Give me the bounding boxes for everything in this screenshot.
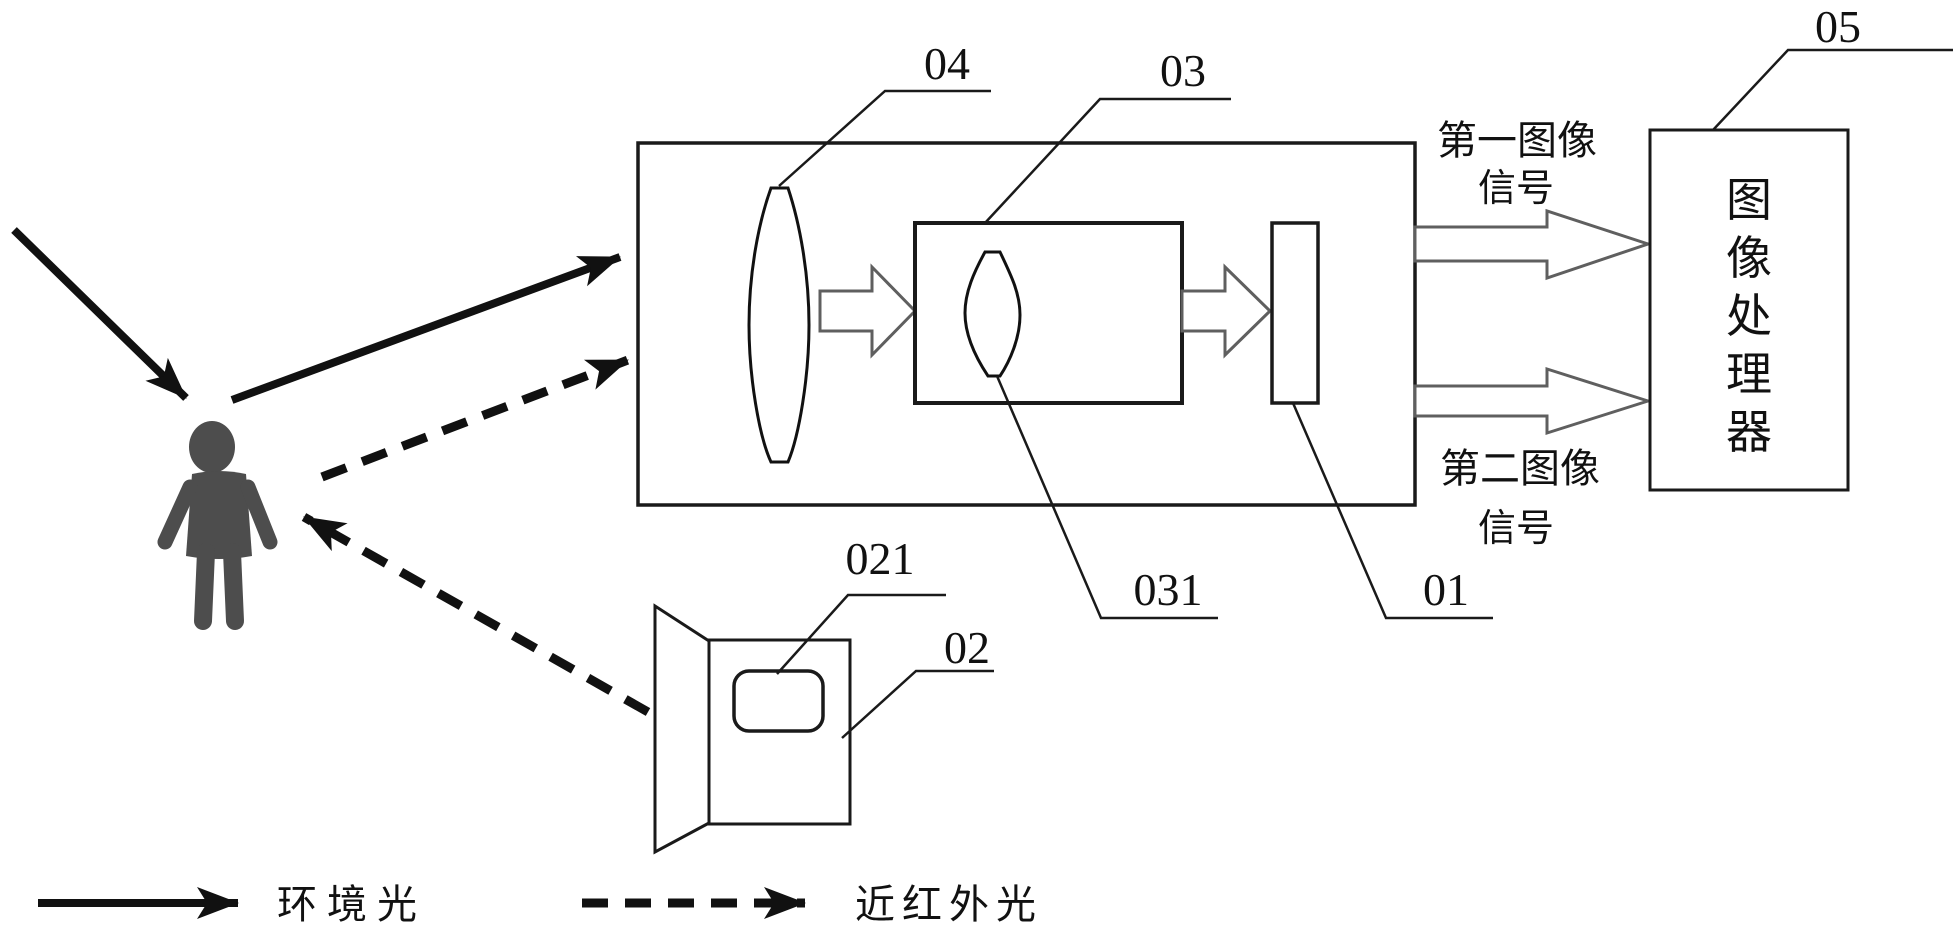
label-031: 031 bbox=[1134, 564, 1203, 615]
label-021: 021 bbox=[846, 533, 915, 584]
processor-char-4: 理 bbox=[1726, 349, 1772, 400]
second-image-signal-label-line1: 第二图像 bbox=[1440, 446, 1600, 491]
legend-nir-label: 近红外光 bbox=[855, 882, 1043, 927]
nir-light-from-emitter-arrow bbox=[301, 513, 651, 716]
processor-char-1: 图 bbox=[1726, 175, 1772, 226]
label-02: 02 bbox=[944, 622, 990, 673]
image-processor-box bbox=[1648, 128, 1850, 492]
person-left-arm bbox=[157, 479, 198, 550]
block-arrow-filter-to-sensor bbox=[1180, 263, 1273, 359]
person-right-leg bbox=[223, 543, 244, 630]
nir-light-to-camera-arrow bbox=[320, 355, 630, 482]
person-head bbox=[189, 421, 235, 473]
second-image-signal-label-line2: 信号 bbox=[1478, 508, 1554, 550]
first-image-signal-label-line1: 第一图像 bbox=[1437, 118, 1597, 163]
label-03: 03 bbox=[1160, 45, 1206, 96]
ambient-light-to-camera-arrow bbox=[230, 253, 622, 404]
filter-box bbox=[913, 221, 1184, 405]
person-torso bbox=[186, 471, 252, 559]
leader-04 bbox=[778, 89, 991, 187]
lens-icon bbox=[747, 186, 811, 464]
label-04: 04 bbox=[924, 38, 970, 89]
person-figure bbox=[157, 421, 278, 630]
ambient-light-incoming-arrow bbox=[11, 227, 189, 401]
legend: 环境光 近红外光 bbox=[38, 882, 1043, 927]
emitter-element bbox=[732, 669, 825, 733]
second-image-signal-arrow bbox=[1413, 366, 1653, 436]
processor-char-2: 像 bbox=[1726, 233, 1772, 284]
leader-03 bbox=[984, 97, 1231, 224]
legend-ambient-label: 环境光 bbox=[277, 882, 427, 927]
label-01: 01 bbox=[1423, 564, 1469, 615]
processor-char-5: 器 bbox=[1726, 407, 1772, 458]
leader-05 bbox=[1712, 48, 1953, 131]
processor-char-3: 处 bbox=[1726, 291, 1772, 342]
emitter-flare bbox=[653, 603, 710, 855]
leader-021 bbox=[776, 593, 946, 675]
first-image-signal-arrow bbox=[1413, 208, 1653, 281]
person-right-arm bbox=[240, 479, 278, 550]
label-05: 05 bbox=[1815, 1, 1861, 52]
leader-01 bbox=[1291, 402, 1493, 620]
block-arrow-lens-to-filter bbox=[818, 263, 918, 359]
leader-031 bbox=[995, 375, 1218, 620]
person-left-leg bbox=[194, 543, 215, 630]
leader-lines bbox=[776, 48, 1953, 739]
light-rays bbox=[11, 227, 651, 716]
sensor-box bbox=[1270, 221, 1320, 405]
first-image-signal-label-line2: 信号 bbox=[1478, 168, 1554, 210]
filter-element-icon bbox=[963, 250, 1022, 378]
leader-02 bbox=[841, 669, 994, 739]
